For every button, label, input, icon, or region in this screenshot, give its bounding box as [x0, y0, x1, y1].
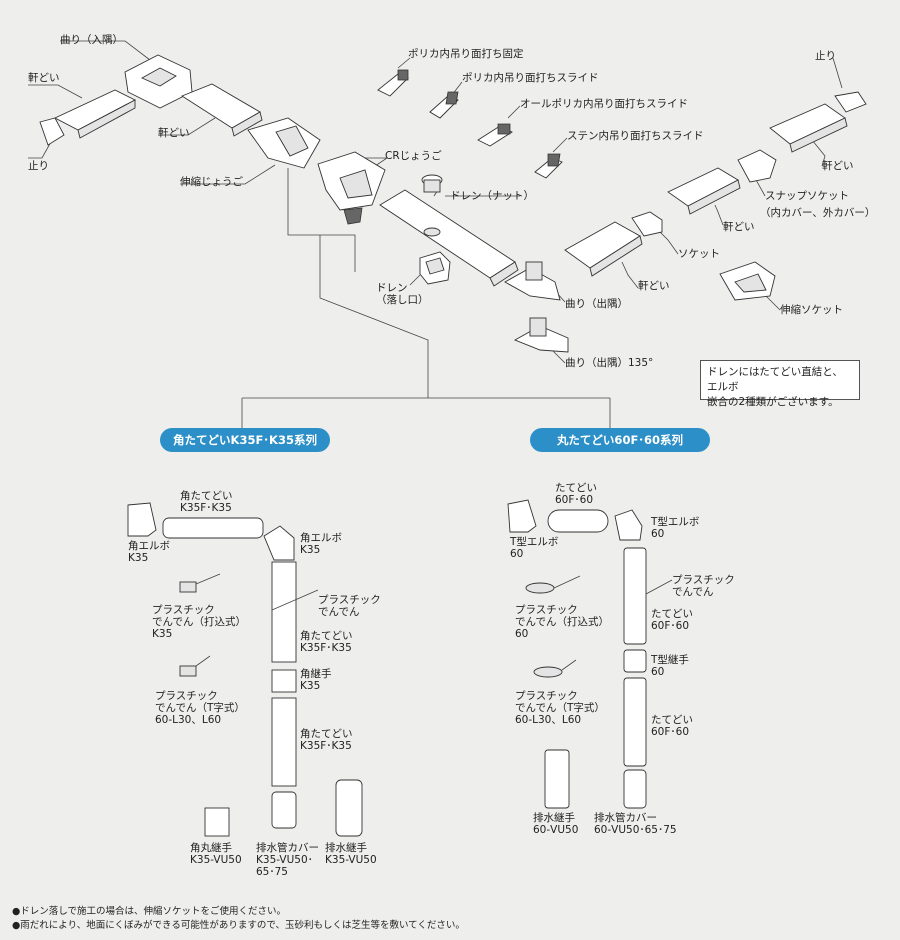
label-kaku-tatedoi-2: 角たてどい K35F･K35	[300, 630, 353, 654]
label-nokidoi-3: 軒どい	[822, 160, 854, 172]
drain-note-box: ドレンにはたてどい直結と、エルボ 嵌合の2種類がございます。	[700, 360, 860, 408]
label-haisui-tsugite-right: 排水継手 60-VU50	[533, 812, 579, 836]
label-t-elbow-1: T型エルボ 60	[510, 536, 559, 560]
label-all-polyca-slide: オールポリカ内吊り面打ちスライド	[520, 98, 688, 110]
label-t-elbow-2: T型エルボ 60	[651, 516, 700, 540]
label-polyca-slide: ポリカ内吊り面打ちスライド	[462, 72, 599, 84]
label-drain-otoshiguchi: ドレン （落し口）	[376, 282, 429, 306]
label-haisuikan-cover-right: 排水管カバー 60-VU50･65･75	[594, 812, 677, 836]
series-title-left: 角たてどいK35F･K35系列	[160, 428, 330, 452]
label-polyca-fixed: ポリカ内吊り面打ち固定	[408, 48, 524, 60]
label-kaku-tsugite: 角継手 K35	[300, 668, 332, 692]
series-title-right: 丸たてどい60F･60系列	[530, 428, 710, 452]
label-drain-nut: ドレン（ナット）	[450, 190, 534, 202]
label-plastic-denden-t-left: プラスチック でんでん（T字式） 60-L30、L60	[155, 690, 245, 726]
label-cr-jougo: CRじょうご	[385, 150, 442, 162]
label-nokidoi-2: 軒どい	[158, 127, 190, 139]
label-nokidoi-1: 軒どい	[28, 72, 60, 84]
label-haisui-tsugite-left: 排水継手 K35-VU50	[325, 842, 377, 866]
label-magari-irisumi: 曲り（入隅）	[60, 34, 123, 46]
label-plastic-denden-uchikomi-left: プラスチック でんでん（打込式） K35	[152, 604, 246, 640]
label-tomari-1: 止り	[28, 160, 49, 172]
label-plastic-denden-right: プラスチック でんでん	[672, 574, 735, 598]
label-tatedoi-3: たてどい 60F･60	[651, 714, 693, 738]
label-socket: ソケット	[678, 248, 720, 260]
label-snap-socket-sub: （内カバー、外カバー）	[760, 207, 876, 219]
label-nokidoi-4: 軒どい	[723, 221, 755, 233]
label-stainless-slide: ステン内吊り面打ちスライド	[567, 130, 704, 142]
label-shinshuku-jougo: 伸縮じょうご	[180, 176, 243, 188]
label-nokidoi-5: 軒どい	[638, 280, 670, 292]
label-magari-desumi-135: 曲り（出隅）135°	[565, 357, 654, 369]
label-kaku-elbow-2: 角エルボ K35	[300, 532, 342, 556]
label-shinshuku-socket: 伸縮ソケット	[780, 304, 843, 316]
label-magari-desumi: 曲り（出隅）	[565, 298, 628, 310]
label-snap-socket: スナップソケット	[765, 190, 849, 202]
label-plastic-denden-t-right: プラスチック でんでん（T字式） 60-L30、L60	[515, 690, 605, 726]
label-tatedoi-2: たてどい 60F･60	[651, 608, 693, 632]
label-plastic-denden-uchikomi-right: プラスチック でんでん（打込式） 60	[515, 604, 609, 640]
label-kaku-tatedoi-1: 角たてどい K35F･K35	[180, 490, 233, 514]
footnote-2: ●雨だれにより、地面にくぼみができる可能性がありますので、玉砂利もしくは芝生等を…	[12, 920, 465, 931]
top-gutter-parts	[39, 54, 867, 353]
leader-lines	[28, 40, 843, 428]
footnote-1: ●ドレン落しで施工の場合は、伸縮ソケットをご使用ください。	[12, 906, 287, 917]
label-t-tsugite: T型継手 60	[651, 654, 689, 678]
label-plastic-denden-left: プラスチック でんでん	[318, 594, 381, 618]
label-kaku-elbow-1: 角エルボ K35	[128, 540, 170, 564]
label-haisuikan-cover-left: 排水管カバー K35-VU50･ 65･75	[256, 842, 319, 878]
label-kakumaru-tsugite: 角丸継手 K35-VU50	[190, 842, 242, 866]
label-kaku-tatedoi-3: 角たてどい K35F･K35	[300, 728, 353, 752]
left-series-parts	[127, 502, 363, 837]
right-series-parts	[507, 499, 673, 809]
label-tatedoi-1: たてどい 60F･60	[555, 482, 597, 506]
label-tomari-2: 止り	[815, 50, 836, 62]
